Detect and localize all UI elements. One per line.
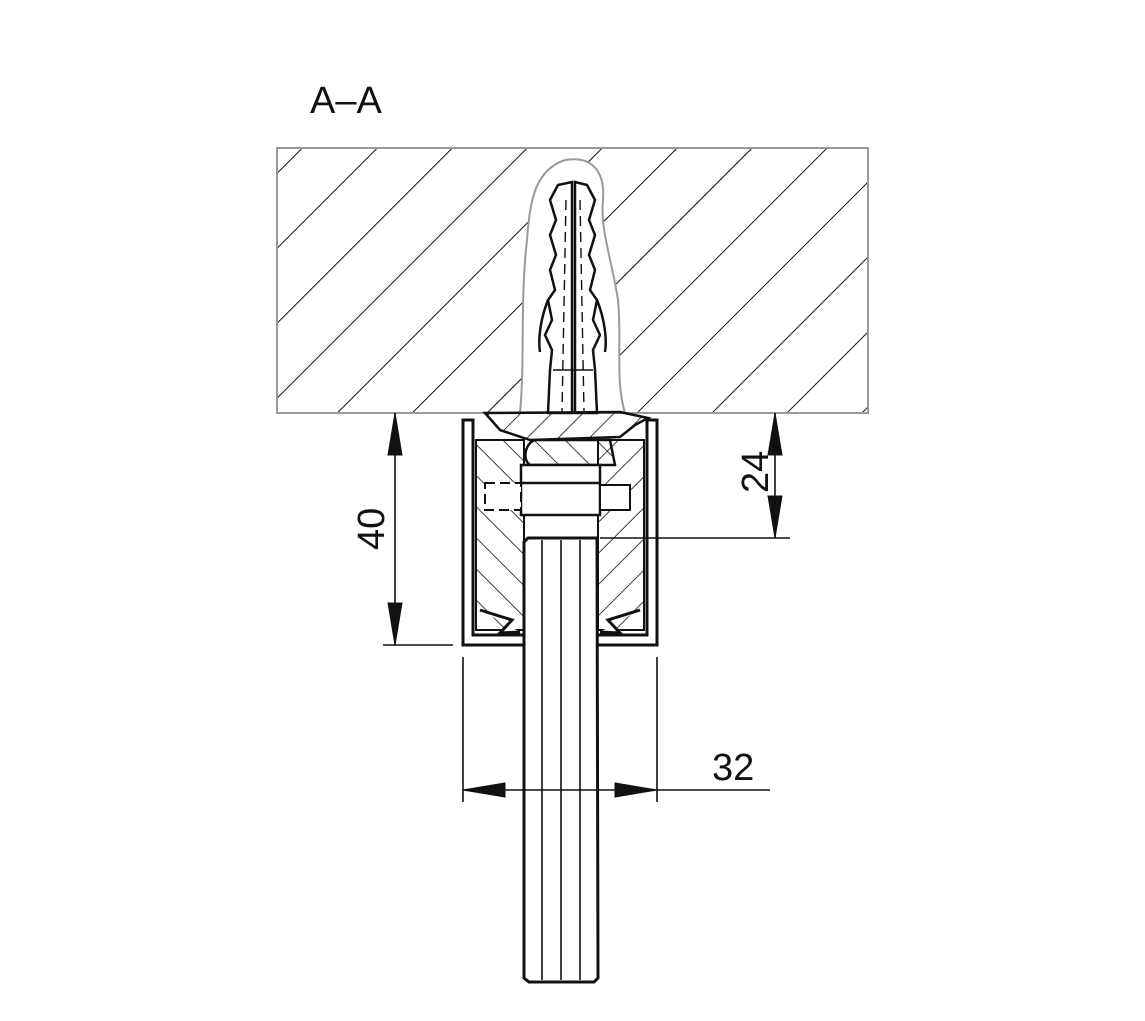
dimension-width-32 bbox=[462, 657, 770, 802]
dimension-label-24: 24 bbox=[735, 451, 777, 493]
wall-plug bbox=[538, 180, 607, 415]
dimension-label-40: 40 bbox=[351, 508, 393, 550]
section-title: A–A bbox=[310, 80, 382, 122]
dimension-depth-24 bbox=[600, 412, 790, 539]
glass-panel bbox=[522, 536, 600, 984]
dimension-height-40 bbox=[383, 412, 453, 646]
clamp-block bbox=[484, 463, 631, 517]
aluminium-profile bbox=[461, 410, 659, 647]
dimension-label-32: 32 bbox=[712, 747, 754, 789]
